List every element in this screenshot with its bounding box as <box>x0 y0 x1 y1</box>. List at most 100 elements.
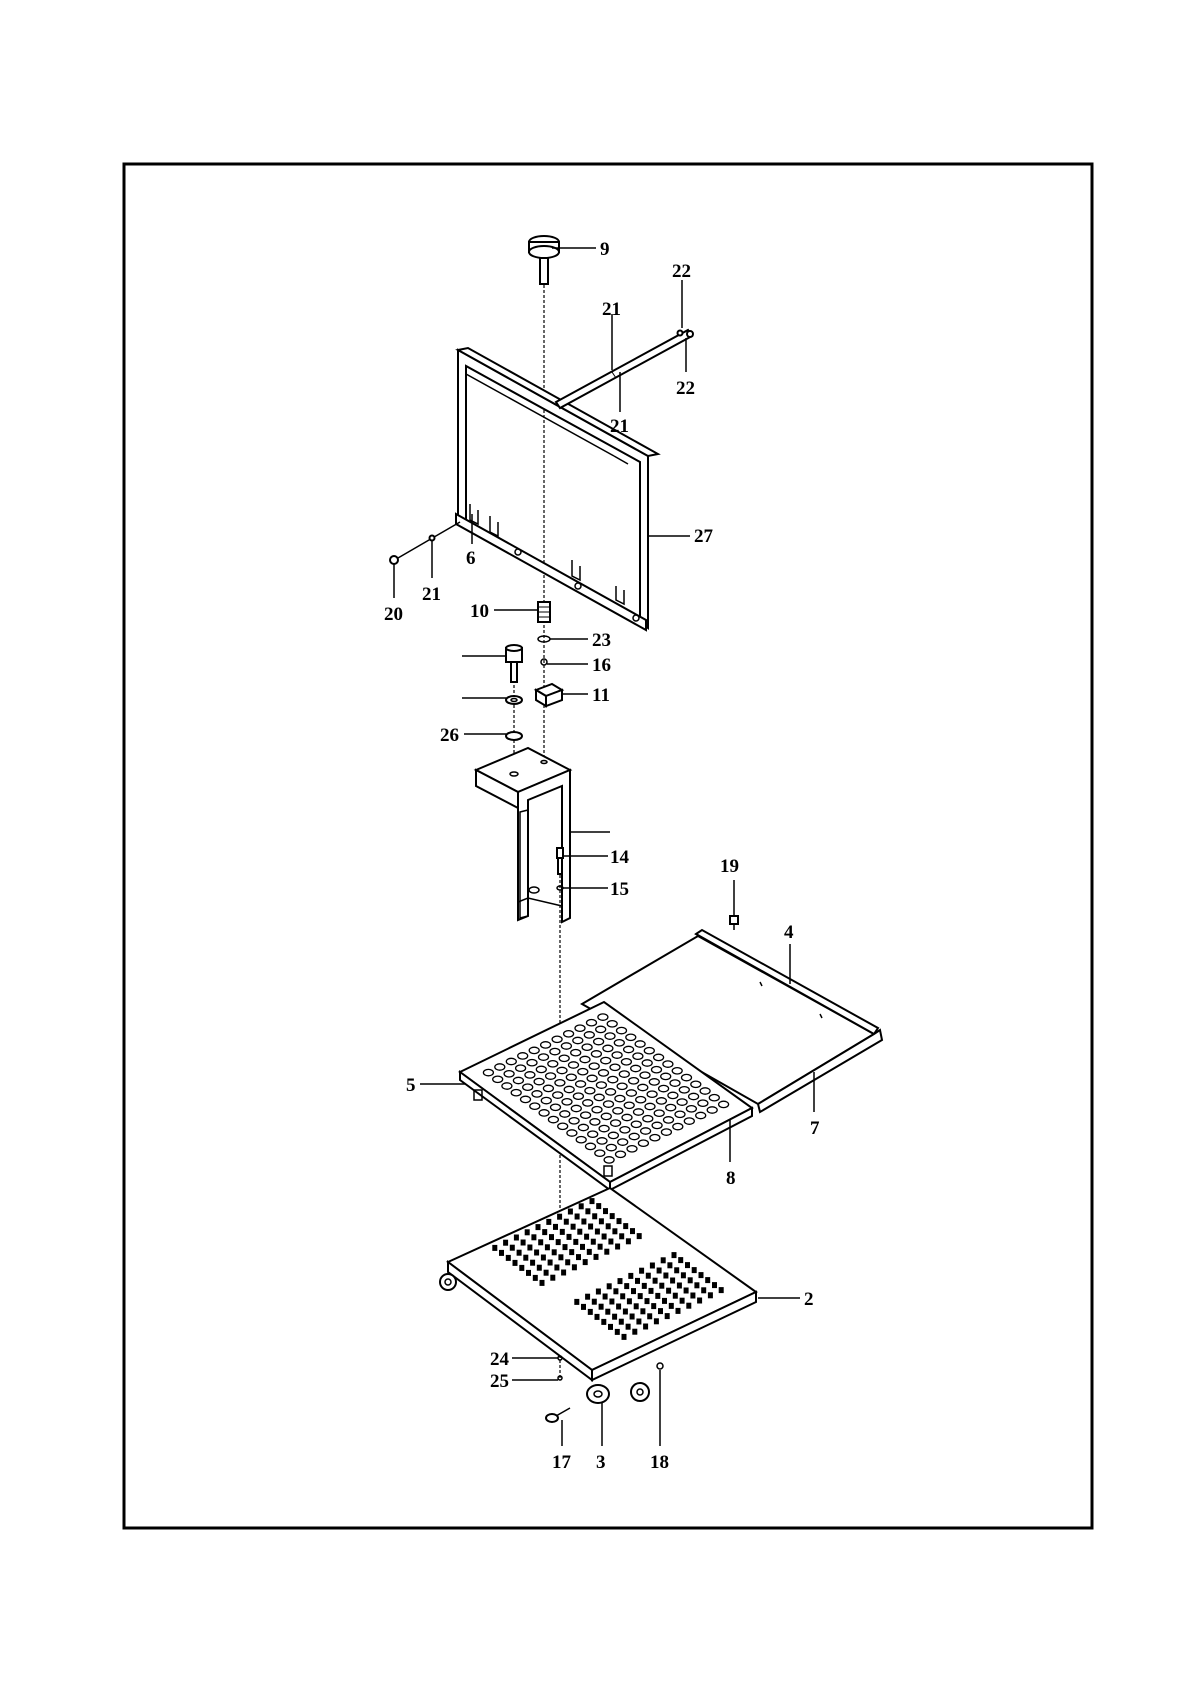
part-9-knob <box>529 236 559 284</box>
roller <box>573 1037 583 1043</box>
roller <box>502 1083 512 1089</box>
roller <box>532 1091 542 1097</box>
roller <box>652 1067 662 1073</box>
perforation-slot <box>606 1223 611 1229</box>
roller <box>608 1132 618 1138</box>
part-10-spring <box>538 602 550 622</box>
perforation-slot <box>592 1299 597 1305</box>
callout-22: 22 <box>672 261 691 282</box>
roller <box>627 1146 637 1152</box>
roller <box>672 1068 682 1074</box>
perforation-slot <box>565 1259 570 1265</box>
perforation-slot <box>676 1308 681 1314</box>
perforation-slot <box>557 1214 562 1220</box>
roller <box>675 1111 685 1117</box>
roller <box>553 1092 563 1098</box>
perforation-slot <box>553 1224 558 1230</box>
perforation-slot <box>684 1288 689 1294</box>
perforation-slot <box>677 1283 682 1289</box>
perforation-slot <box>694 1282 699 1288</box>
roller <box>529 1047 539 1053</box>
roller <box>601 1113 611 1119</box>
roller <box>536 1066 546 1072</box>
perforation-slot <box>525 1229 530 1235</box>
roller <box>569 1118 579 1124</box>
roller <box>612 1052 622 1058</box>
roller <box>591 1051 601 1057</box>
roller <box>573 1093 583 1099</box>
perforation-slot <box>533 1275 538 1281</box>
perforation-slot <box>627 1298 632 1304</box>
perforation-slot <box>595 1314 600 1320</box>
roller <box>564 1086 574 1092</box>
roller <box>583 1100 593 1106</box>
roller <box>642 1060 652 1066</box>
perforation-slot <box>628 1273 633 1279</box>
perforation-slot <box>655 1293 660 1299</box>
roller <box>581 1112 591 1118</box>
perforation-slot <box>631 1288 636 1294</box>
perforation-slot <box>572 1264 577 1270</box>
roller <box>645 1103 655 1109</box>
perforation-slot <box>618 1278 623 1284</box>
perforation-slot <box>503 1240 508 1246</box>
roller <box>638 1084 648 1090</box>
roller <box>631 1065 641 1071</box>
callout-26: 26 <box>440 725 459 746</box>
perforation-slot <box>604 1249 609 1255</box>
perforation-slot <box>638 1293 643 1299</box>
callout-21: 21 <box>610 416 629 437</box>
roller <box>619 1071 629 1077</box>
roller <box>606 1144 616 1150</box>
roller <box>595 1150 605 1156</box>
roller <box>513 1077 523 1083</box>
perforation-slot <box>666 1288 671 1294</box>
perforation-slot <box>594 1254 599 1260</box>
perforation-slot <box>617 1218 622 1224</box>
roller <box>551 1104 561 1110</box>
roller <box>525 1072 535 1078</box>
perforation-slot <box>558 1254 563 1260</box>
perforation-slot <box>588 1309 593 1315</box>
perforation-slot <box>587 1249 592 1255</box>
roller <box>539 1110 549 1116</box>
perforation-slot <box>590 1198 595 1204</box>
roller <box>561 1043 571 1049</box>
part-20-pin <box>390 522 460 564</box>
perforation-slot <box>537 1265 542 1271</box>
perforation-slot <box>541 1255 546 1261</box>
perforation-slot <box>634 1303 639 1309</box>
roller <box>560 1111 570 1117</box>
roller <box>614 1040 624 1046</box>
roller <box>647 1091 657 1097</box>
part-17-bolt <box>546 1408 570 1422</box>
roller <box>569 1062 579 1068</box>
perforation-slot <box>534 1250 539 1256</box>
perforation-slot <box>536 1224 541 1230</box>
roller <box>559 1055 569 1061</box>
roller <box>592 1107 602 1113</box>
part-2-base <box>440 1188 756 1401</box>
roller <box>606 1089 616 1095</box>
callout-2: 2 <box>804 1289 814 1310</box>
roller <box>511 1090 521 1096</box>
roller <box>604 1157 614 1163</box>
perforation-slot <box>564 1219 569 1225</box>
roller <box>656 1098 666 1104</box>
roller <box>670 1080 680 1086</box>
roller <box>689 1093 699 1099</box>
roller <box>626 1090 636 1096</box>
roller <box>641 1128 651 1134</box>
perforation-slot <box>667 1262 672 1268</box>
perforation-slot <box>573 1239 578 1245</box>
callout-17: 17 <box>552 1452 572 1473</box>
part-21-rod <box>556 330 693 408</box>
callout-27: 27 <box>694 526 714 547</box>
roller <box>575 1025 585 1031</box>
perforation-slot <box>598 1244 603 1250</box>
roller <box>493 1076 503 1082</box>
roller <box>624 1102 634 1108</box>
perforation-slot <box>619 1233 624 1239</box>
roller <box>629 1133 639 1139</box>
